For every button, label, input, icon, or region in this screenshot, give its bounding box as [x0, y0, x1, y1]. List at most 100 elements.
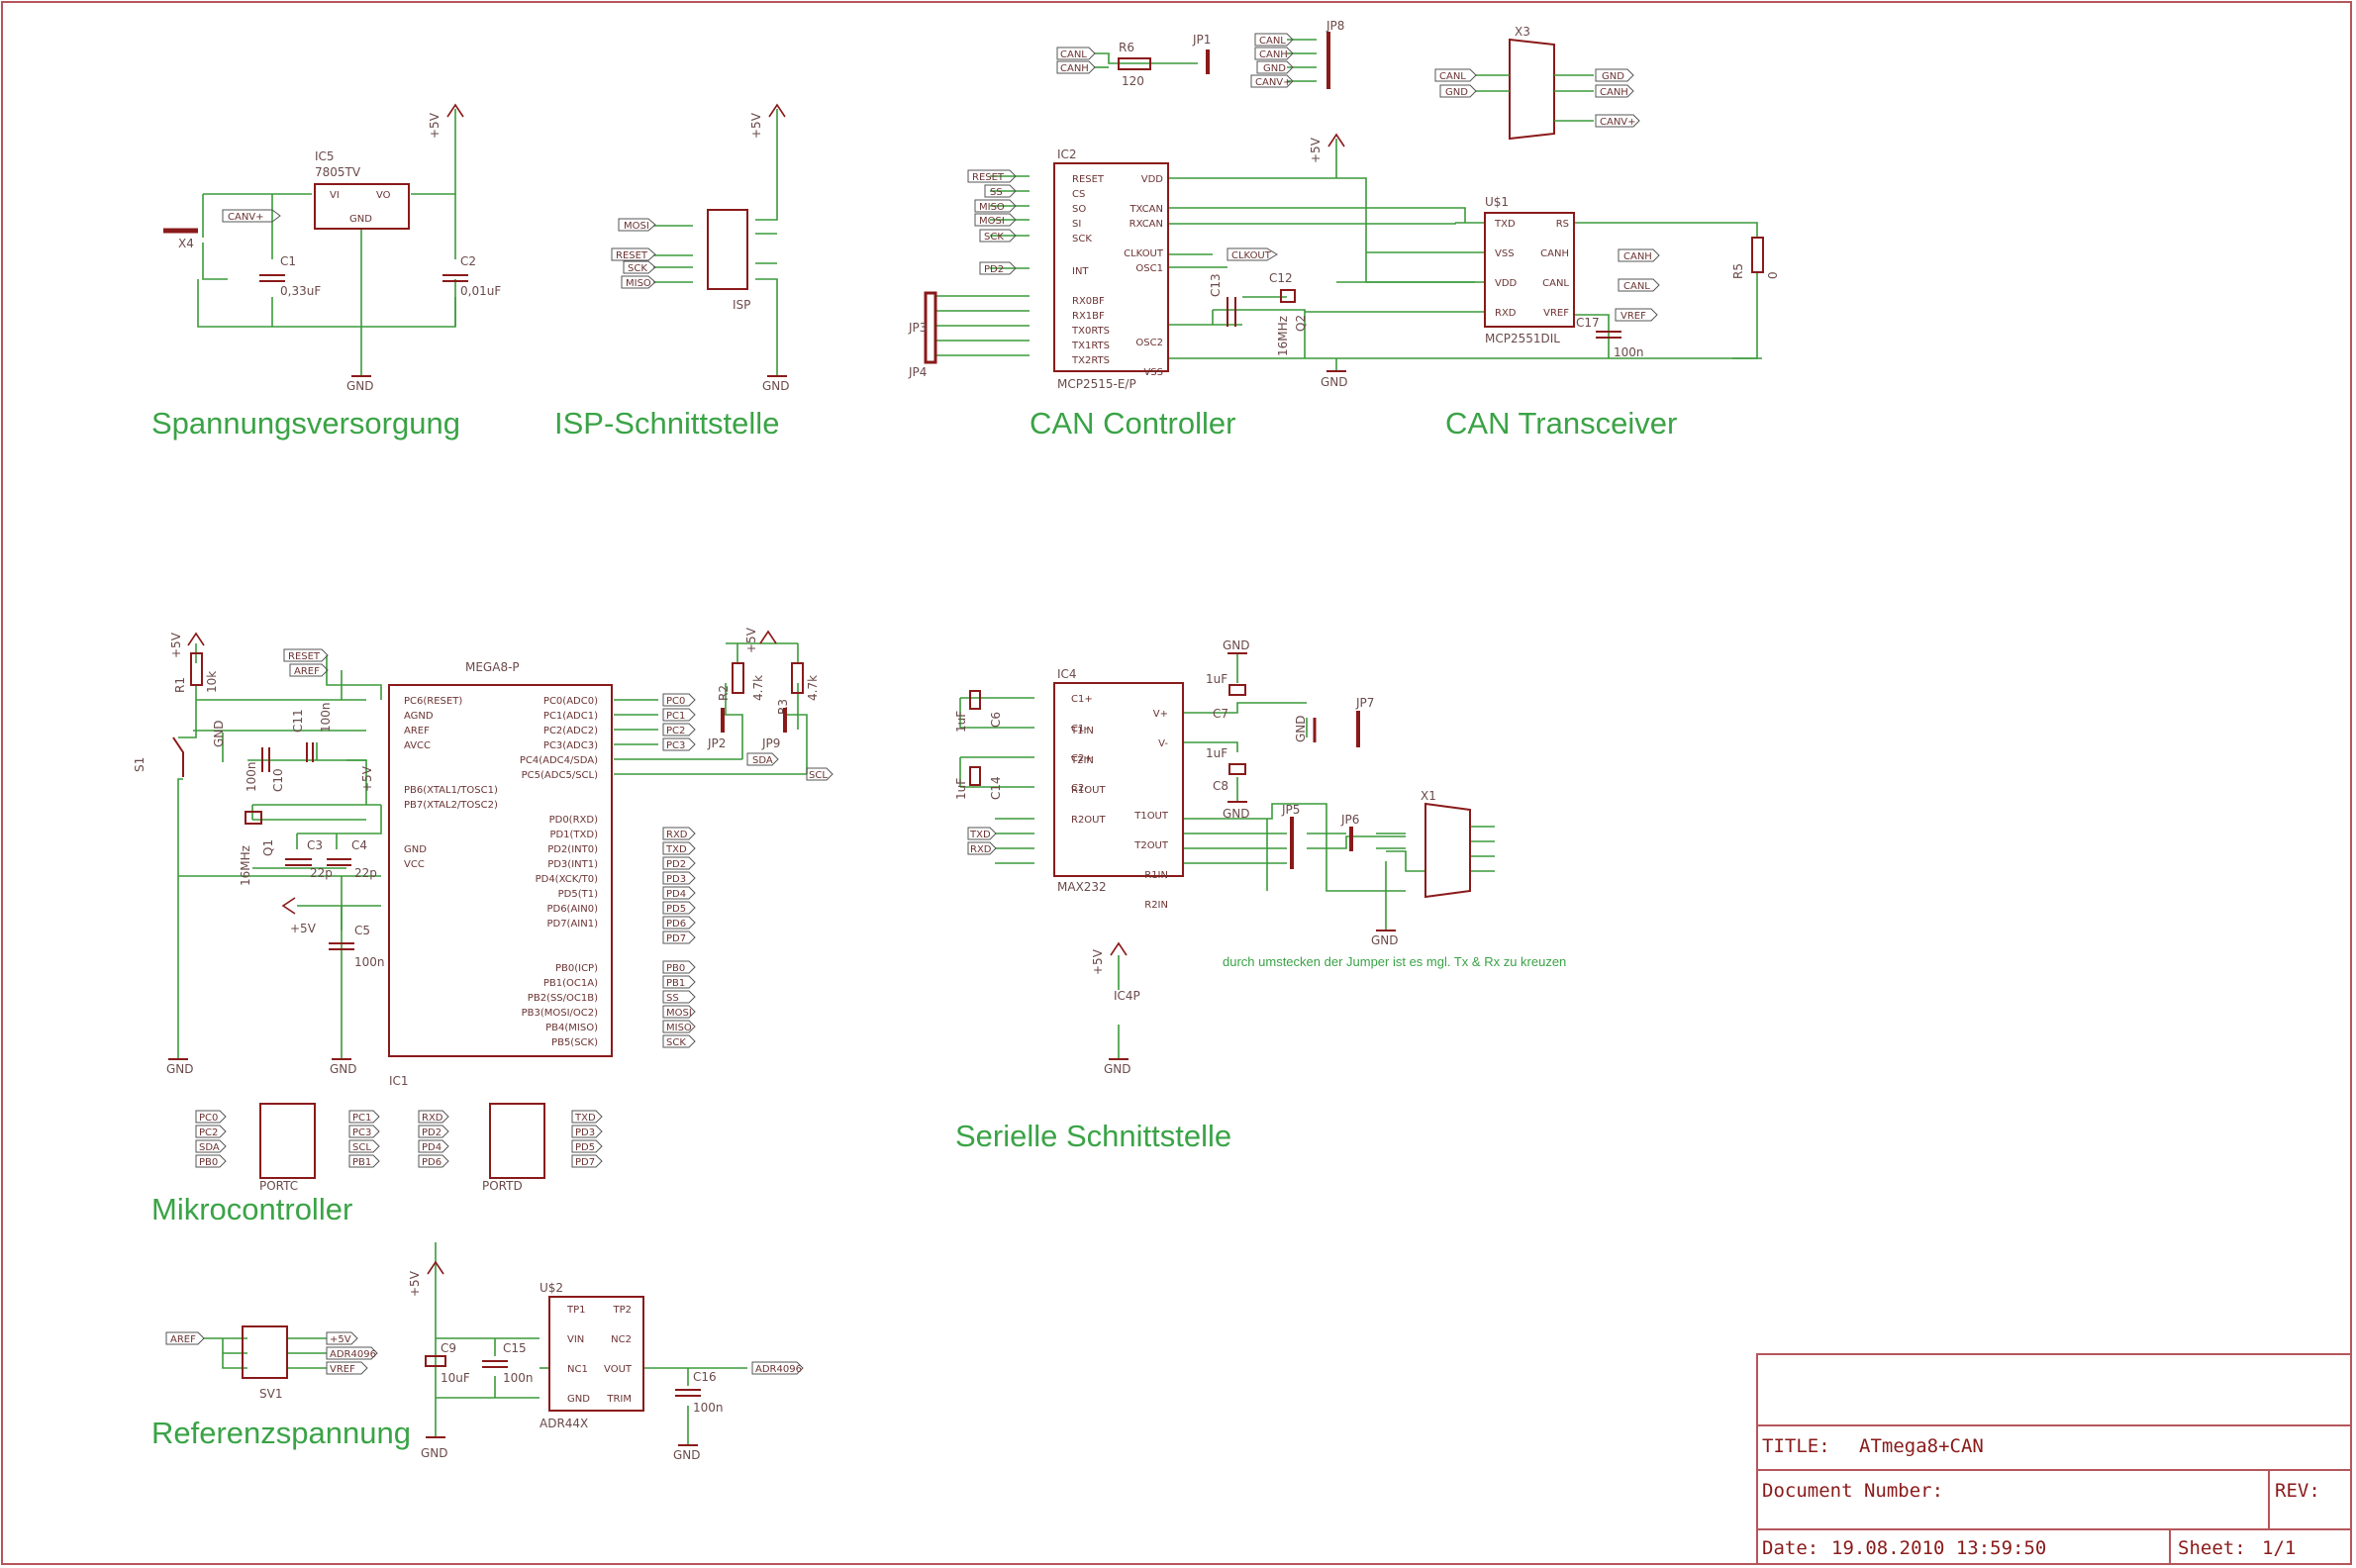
docnum-label: Document Number:: [1762, 1480, 1943, 1502]
jp6-ref: JP6: [1340, 813, 1359, 827]
ic5-vi: VI: [330, 190, 340, 201]
q1-crystal: [245, 811, 262, 825]
sheet-label: Sheet:: [2178, 1537, 2246, 1559]
u1-vref-label: VREF: [1620, 311, 1646, 322]
c11-ref: C11: [291, 709, 305, 733]
ic1-netlabels-tag-3: [662, 737, 696, 751]
ic5-part: 7805TV: [315, 165, 361, 179]
title-block: TITLE: ATmega8+CAN Document Number: REV:…: [1756, 1353, 2352, 1565]
portc-labels-label-3: PB0: [199, 1157, 218, 1168]
u2-adr-label: ADR4096: [755, 1364, 802, 1375]
date-label: Date:: [1762, 1537, 1818, 1559]
ic1-netlabels-tag-16: [662, 1020, 696, 1033]
power-supply-section: IC5 7805TV VI VO GND X4 CANV+ C1 0,33uF …: [151, 103, 501, 441]
ic4p-vcc-label: +5V: [1091, 948, 1105, 975]
r6-canl-label: CANL: [1060, 49, 1087, 60]
ic1-netlabels-label-15: MOSI: [666, 1008, 692, 1019]
ic1-left-pin-6: GND: [404, 844, 427, 855]
c12-ref: C12: [1269, 271, 1293, 285]
c17-value: 100n: [1614, 345, 1644, 359]
r5-resistor: [1751, 237, 1764, 273]
c3-ref: C3: [307, 838, 323, 852]
power-gnd-label: GND: [346, 379, 374, 393]
u1-left-pin-0: TXD: [1494, 219, 1516, 230]
ic1-right-pin-4: PC4(ADC4/SDA): [520, 755, 598, 766]
c16-value: 100n: [693, 1401, 724, 1415]
sv1-adr-label: ADR4096: [330, 1349, 376, 1360]
ic1-right-pin-11: PD5(T1): [558, 889, 598, 900]
ic1-netlabels-label-6: PD2: [666, 859, 686, 870]
ic4p-ref: IC4P: [1114, 989, 1140, 1003]
ic1-body: [388, 684, 613, 1057]
pullup-vcc-label: +5V: [744, 627, 758, 653]
ic1-netlabels-label-14: SS: [666, 993, 679, 1004]
ic1-netlabels-tag-12: [662, 960, 696, 974]
max232-txd-label: TXD: [969, 830, 991, 840]
mcu-reset-label: RESET: [288, 651, 321, 662]
ic2-left-pin-2: SO: [1072, 204, 1086, 215]
u2-body: [548, 1296, 644, 1412]
c10-ref: C10: [271, 768, 285, 792]
serial-gnd-top-label: GND: [1223, 638, 1250, 652]
ic1-netlabels-tag-6: [662, 856, 696, 870]
c15-ref: C15: [503, 1341, 527, 1355]
ic2-ss-label: SS: [990, 187, 1003, 198]
ic5-gnd: GND: [349, 214, 372, 225]
jp1-ref: JP1: [1192, 33, 1211, 47]
portd-labels-tag-5: [571, 1125, 603, 1138]
ic2-left-pin-1: CS: [1072, 189, 1085, 200]
ic1-right-pin-1: PC1(ADC1): [543, 711, 598, 722]
jp8-canl-label: CANL: [1259, 36, 1286, 47]
ic1-netlabels-tag-15: [662, 1005, 696, 1019]
portc-labels-label-2: SDA: [199, 1142, 220, 1153]
mcu-gnd-mid-label: GND: [330, 1062, 357, 1076]
ic1-netlabels-label-5: TXD: [665, 844, 687, 855]
c13-ref: C13: [1209, 273, 1223, 297]
c5-ref: C5: [354, 924, 370, 937]
section-title-mcu: Mikrocontroller: [151, 1192, 352, 1226]
u1-canh-label: CANH: [1623, 251, 1652, 262]
portd-labels-tag-7: [571, 1154, 603, 1168]
portc-labels-tag-0: [195, 1110, 227, 1124]
ic1-right-pin-6: PD0(RXD): [549, 815, 598, 826]
isp-sck-label: SCK: [628, 263, 647, 274]
u2-right-pin-1: NC2: [611, 1334, 632, 1345]
power-vcc-label: +5V: [428, 112, 442, 139]
ic4-body: [1053, 682, 1184, 877]
ic2-left-pin-7: RX1BF: [1072, 311, 1105, 322]
c7-value: 1uF: [1206, 672, 1227, 686]
ic4-right-pin-3: T2OUT: [1133, 840, 1169, 851]
c16-ref: C16: [693, 1370, 717, 1384]
sv1-ref: SV1: [259, 1387, 282, 1401]
r5-ref: R5: [1731, 263, 1745, 279]
portd-labels-label-2: PD4: [422, 1142, 442, 1153]
c1-ref: C1: [280, 254, 296, 268]
ic1-right-pin-14: PB0(ICP): [555, 963, 598, 974]
c17-ref: C17: [1576, 316, 1600, 330]
reference-section: SV1 AREF +5V ADR4096 VREF U$2 ADR44X TP1…: [151, 1242, 804, 1462]
sv1-v5-label: +5V: [330, 1334, 351, 1345]
ic1-netlabels-tag-11: [662, 931, 696, 944]
u1-right-pin-2: CANL: [1542, 278, 1569, 289]
ic2-right-pin-6: VSS: [1143, 367, 1163, 378]
ic2-miso-label: MISO: [979, 202, 1005, 213]
ic1-netlabels-tag-13: [662, 975, 696, 989]
ic5-body: [314, 183, 410, 230]
u1-canl-label: CANL: [1623, 281, 1650, 292]
section-title-reference: Referenzspannung: [151, 1416, 411, 1450]
c9-cap: [425, 1355, 446, 1367]
ic1-netlabels-tag-5: [662, 841, 696, 855]
c7-ref: C7: [1213, 707, 1228, 721]
ic4p-gnd-label: GND: [1104, 1062, 1131, 1076]
ic1-right-pin-3: PC3(ADC3): [543, 740, 598, 751]
ic1-netlabels-label-10: PD6: [666, 919, 686, 930]
portc-labels-tag-5: [348, 1125, 380, 1138]
x3-canv-label: CANV+: [1600, 117, 1636, 128]
ic1-right-pin-19: PB5(SCK): [551, 1037, 598, 1048]
ic1-netlabels-label-11: PD7: [666, 933, 686, 944]
portc-labels-label-6: SCL: [352, 1142, 371, 1153]
u1-right-pin-0: RS: [1556, 219, 1569, 230]
c1-value: 0,33uF: [280, 284, 321, 298]
r1-value: 10k: [205, 671, 219, 693]
ic1-netlabels-label-4: RXD: [666, 830, 688, 840]
